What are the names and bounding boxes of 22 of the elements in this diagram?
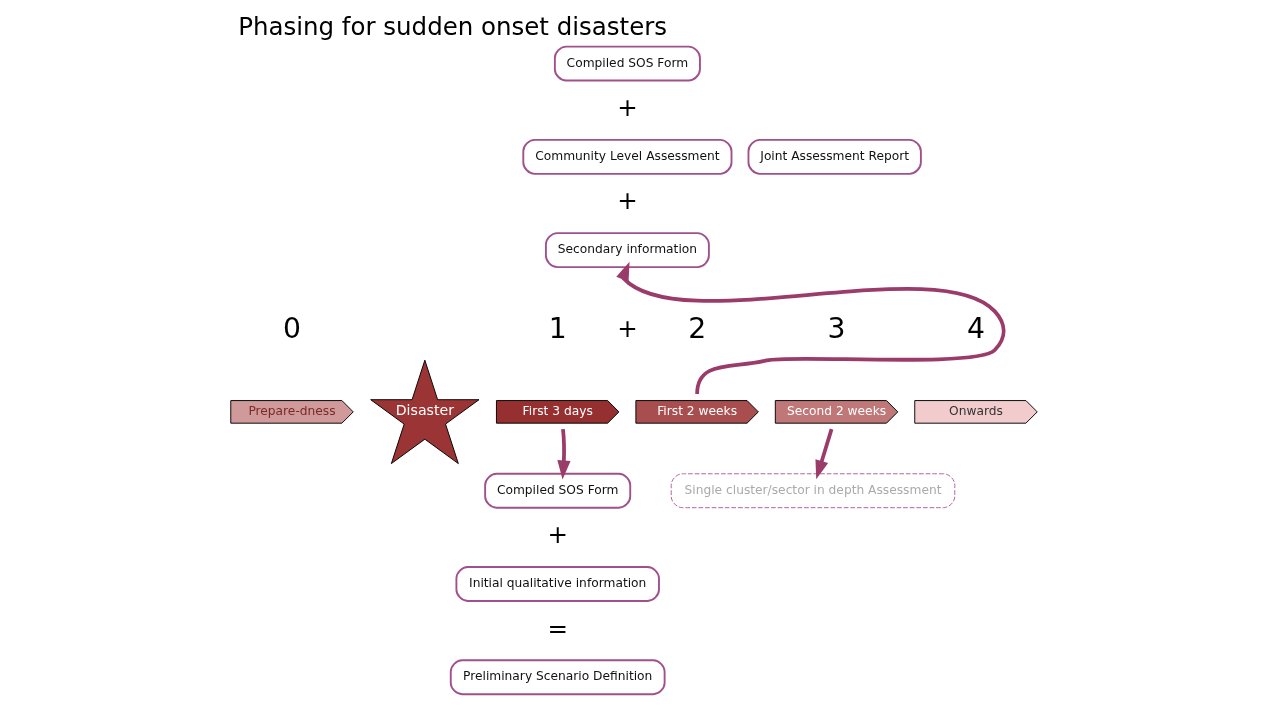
label: + xyxy=(547,520,568,550)
arrow xyxy=(815,428,834,480)
node-label: 3 xyxy=(827,311,846,345)
label: + xyxy=(617,93,638,123)
node-label: 0 xyxy=(283,311,301,345)
node-box: Initial qualitative information xyxy=(455,566,660,602)
arrow xyxy=(616,261,1006,395)
arrow xyxy=(557,428,571,480)
node-label: 1 xyxy=(548,311,567,345)
node-box: Single cluster/sector in depth Assessment xyxy=(670,473,956,509)
diagram-title: Phasing for sudden onset disasters xyxy=(238,12,668,42)
node-label: 2 xyxy=(688,311,707,345)
node-box: Joint Assessment Report xyxy=(747,138,922,175)
node-box: Compiled SOS Form xyxy=(553,45,701,82)
label: + xyxy=(617,313,638,343)
node-box: Preliminary Scenario Definition xyxy=(449,659,666,696)
node-box: Compiled SOS Form xyxy=(484,472,632,509)
node-box: Community Level Assessment xyxy=(522,138,733,175)
label: + xyxy=(617,186,638,216)
label: = xyxy=(547,613,568,643)
node-box: Secondary information xyxy=(544,232,710,269)
node-label: 4 xyxy=(967,311,985,345)
